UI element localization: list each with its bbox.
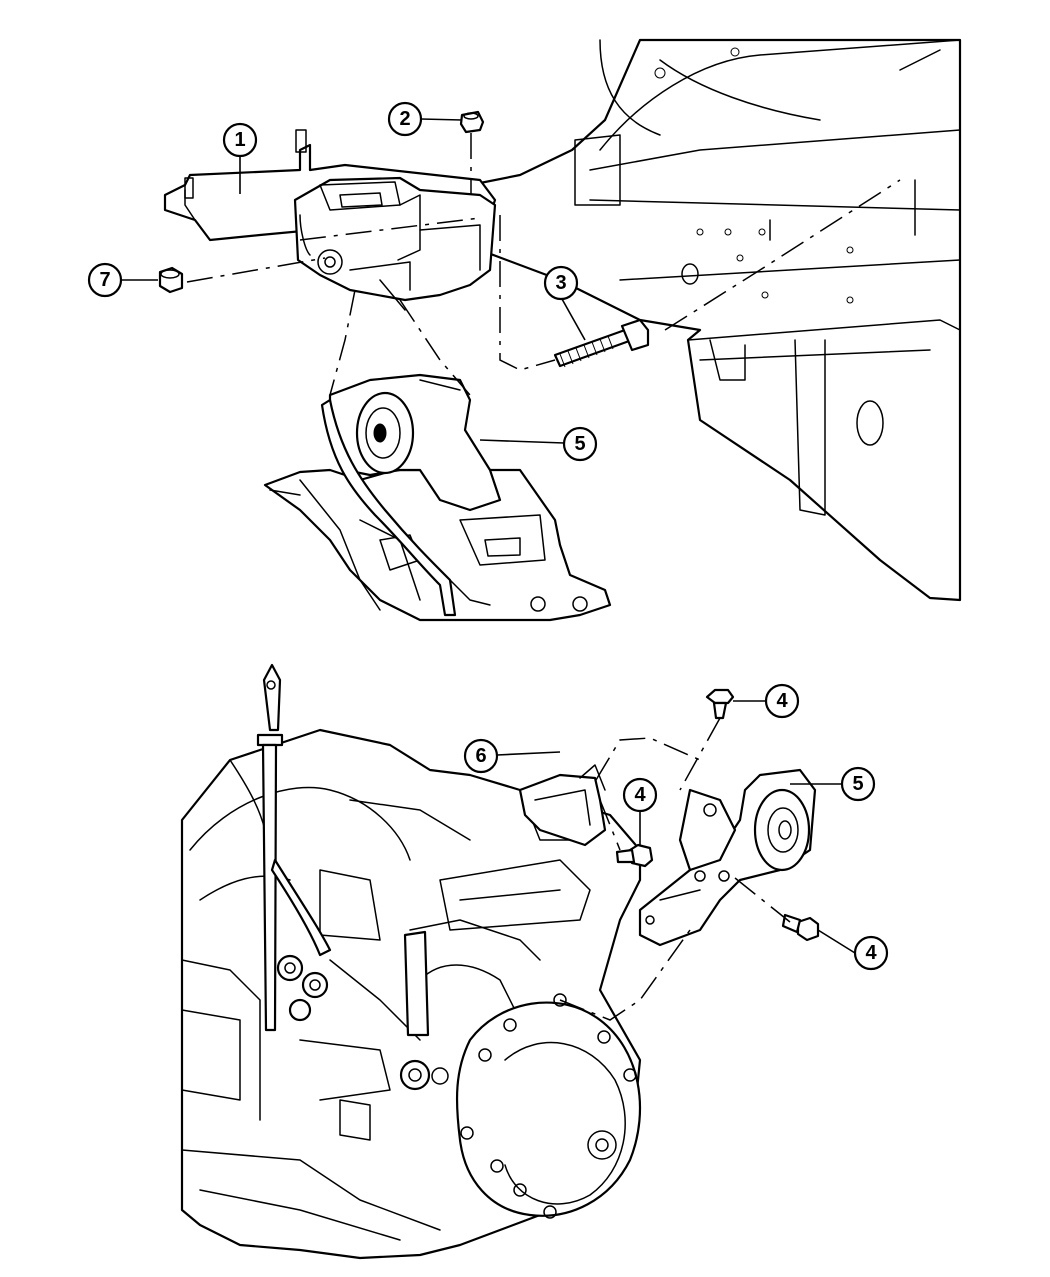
callout-6: 6 <box>463 738 561 774</box>
callout-3: 3 <box>543 265 586 341</box>
callout-4-bottom: 4 <box>817 929 889 971</box>
nut-part-2 <box>459 110 485 134</box>
bolt-part-4-bottom <box>781 913 820 942</box>
callout-4-middle: 4 <box>622 777 658 846</box>
mount-part-5-lower <box>638 768 817 947</box>
assembly-centerlines-bottom <box>559 717 791 1021</box>
callout-5-upper: 5 <box>479 426 598 462</box>
callout-label-4-bottom: 4 <box>865 942 877 964</box>
callout-label-4-top: 4 <box>776 690 788 712</box>
assembly-centerlines-top <box>186 133 901 396</box>
callout-label-6: 6 <box>475 745 486 767</box>
callout-5-lower: 5 <box>790 766 876 802</box>
callout-label-1: 1 <box>234 129 245 151</box>
nut-part-7 <box>158 266 184 294</box>
callout-label-3: 3 <box>555 272 566 294</box>
bell-housing <box>431 993 642 1219</box>
callout-label-2: 2 <box>399 108 410 130</box>
bolt-part-4-top <box>705 688 735 720</box>
mount-housing-top <box>293 176 497 311</box>
callout-label-4-middle: 4 <box>634 784 646 806</box>
shift-fittings <box>276 930 431 1091</box>
callout-label-7: 7 <box>99 269 110 291</box>
long-bolt-part-3 <box>553 318 650 368</box>
callout-label-5-lower: 5 <box>852 773 863 795</box>
callout-4-top: 4 <box>733 683 800 719</box>
bolt-part-4-middle <box>615 843 654 868</box>
callout-label-5-upper: 5 <box>574 433 585 455</box>
callout-7: 7 <box>87 262 158 298</box>
callout-2: 2 <box>387 101 463 137</box>
dipstick-tube <box>256 663 332 1032</box>
callout-1: 1 <box>222 122 258 194</box>
mount-bracket-part-6 <box>518 764 607 847</box>
mount-part-5-upper <box>320 373 502 617</box>
